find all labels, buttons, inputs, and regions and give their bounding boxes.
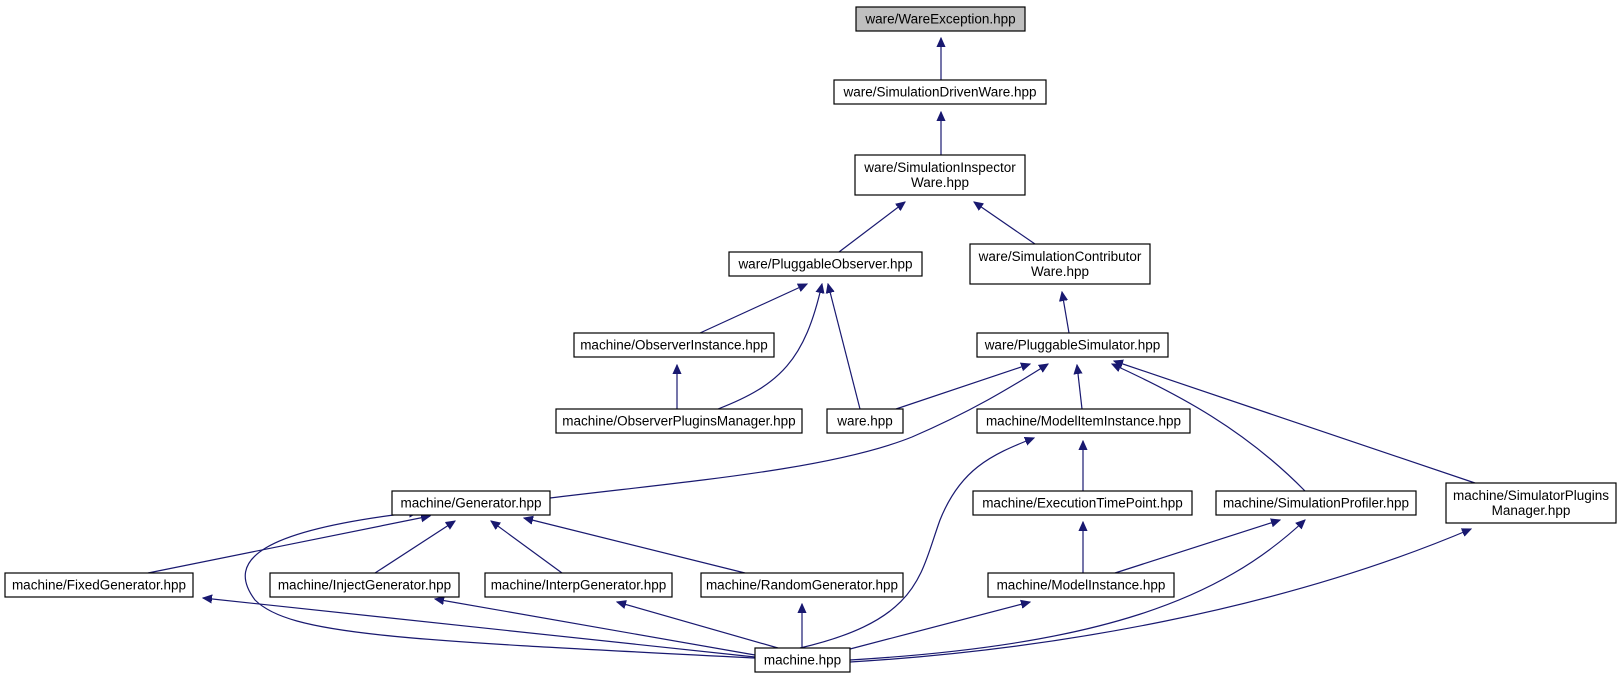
edge-machine-hpp-to-generator [244,512,756,659]
edge-observer-plugins-manager-to-pluggable-observer [717,284,822,410]
node-interp-generator[interactable]: machine/InterpGenerator.hpp [484,572,673,598]
edge-generator-to-pluggable-simulator [549,364,1048,499]
edge-ware-hpp-to-pluggable-observer [828,284,861,410]
node-box [555,408,803,434]
edge-machine-hpp-to-fixed-generator [203,598,756,658]
node-label: machine/ModelInstance.hpp [997,578,1166,593]
edge-machine-hpp-to-model-instance [849,602,1030,650]
edge-sim-contributor-ware-to-sim-inspector-ware [974,202,1036,245]
node-label: ware/WareException.hpp [864,12,1015,27]
node-machine-hpp[interactable]: machine.hpp [754,647,851,673]
edge-simulator-plugins-manager-to-pluggable-simulator [1114,361,1476,484]
edge-machine-hpp-to-model-item-instance [799,438,1034,649]
node-observer-instance[interactable]: machine/ObserverInstance.hpp [573,332,775,358]
node-box [976,332,1169,358]
edge-machine-hpp-to-simulator-plugins-manager [849,529,1471,663]
node-label: machine/ExecutionTimePoint.hpp [982,496,1183,511]
node-box [854,154,1026,196]
node-box [833,79,1047,105]
node-execution-time-point[interactable]: machine/ExecutionTimePoint.hpp [972,490,1193,516]
node-label: machine/FixedGenerator.hpp [12,578,186,593]
node-label: machine/SimulationProfiler.hpp [1223,496,1409,511]
edges-layer [147,38,1476,663]
node-fixed-generator[interactable]: machine/FixedGenerator.hpp [4,572,194,598]
node-pluggable-simulator[interactable]: ware/PluggableSimulator.hpp [976,332,1169,358]
node-label: Ware.hpp [1031,264,1089,279]
node-sim-driven-ware[interactable]: ware/SimulationDrivenWare.hpp [833,79,1047,105]
node-label: machine/SimulatorPlugins [1453,488,1609,503]
node-label: Manager.hpp [1492,503,1571,518]
edge-machine-hpp-to-simulation-profiler [849,520,1305,661]
node-box [269,572,460,598]
node-box [754,647,851,673]
node-label: ware/SimulationDrivenWare.hpp [842,85,1036,100]
node-label: Ware.hpp [911,175,969,190]
edge-machine-hpp-to-inject-generator [435,599,756,656]
node-model-item-instance[interactable]: machine/ModelItemInstance.hpp [976,408,1191,434]
edge-simulation-profiler-to-pluggable-simulator [1112,363,1306,492]
edge-random-generator-to-generator [524,518,746,574]
edge-observer-instance-to-pluggable-observer [699,283,807,334]
node-pluggable-observer[interactable]: ware/PluggableObserver.hpp [728,251,923,277]
edge-inject-generator-to-generator [374,521,455,574]
edge-fixed-generator-to-generator [147,516,430,574]
node-box [855,6,1026,32]
node-generator[interactable]: machine/Generator.hpp [391,490,551,516]
node-box [969,243,1151,285]
node-observer-plugins-manager[interactable]: machine/ObserverPluginsManager.hpp [555,408,803,434]
edge-model-instance-to-simulation-profiler [1114,520,1280,574]
node-box [976,408,1191,434]
node-box [728,251,923,277]
node-ware-exception[interactable]: ware/WareException.hpp [855,6,1026,32]
node-box [1215,490,1417,516]
node-random-generator[interactable]: machine/RandomGenerator.hpp [700,572,904,598]
node-label: machine/RandomGenerator.hpp [706,578,898,593]
edge-interp-generator-to-generator [491,521,563,574]
node-label: machine/ObserverPluginsManager.hpp [562,414,795,429]
node-box [391,490,551,516]
node-ware-hpp[interactable]: ware.hpp [826,408,904,434]
node-model-instance[interactable]: machine/ModelInstance.hpp [987,572,1175,598]
node-box [484,572,673,598]
node-box [573,332,775,358]
nodes-layer: ware/WareException.hpp ware/SimulationDri… [4,6,1617,673]
edge-model-item-instance-to-pluggable-simulator [1077,365,1082,410]
node-label: ware/PluggableSimulator.hpp [984,338,1161,353]
node-label: machine/Generator.hpp [400,496,541,511]
node-label: ware.hpp [836,414,893,429]
node-label: ware/SimulationContributor [978,249,1142,264]
node-box [987,572,1175,598]
node-inject-generator[interactable]: machine/InjectGenerator.hpp [269,572,460,598]
node-box [4,572,194,598]
edge-pluggable-simulator-to-sim-contributor-ware [1062,292,1070,334]
node-label: machine.hpp [764,653,841,668]
edge-ware-hpp-to-pluggable-simulator [895,364,1030,410]
node-label: ware/PluggableObserver.hpp [737,257,912,272]
node-label: ware/SimulationInspector [863,160,1016,175]
node-label: machine/InjectGenerator.hpp [278,578,451,593]
node-label: machine/ModelItemInstance.hpp [986,414,1181,429]
node-label: machine/InterpGenerator.hpp [491,578,667,593]
edge-machine-hpp-to-interp-generator [617,602,779,649]
node-box [826,408,904,434]
node-box [972,490,1193,516]
node-box [1445,482,1617,524]
node-box [700,572,904,598]
node-simulation-profiler[interactable]: machine/SimulationProfiler.hpp [1215,490,1417,516]
edge-pluggable-observer-to-sim-inspector-ware [838,202,905,253]
node-label: machine/ObserverInstance.hpp [580,338,768,353]
